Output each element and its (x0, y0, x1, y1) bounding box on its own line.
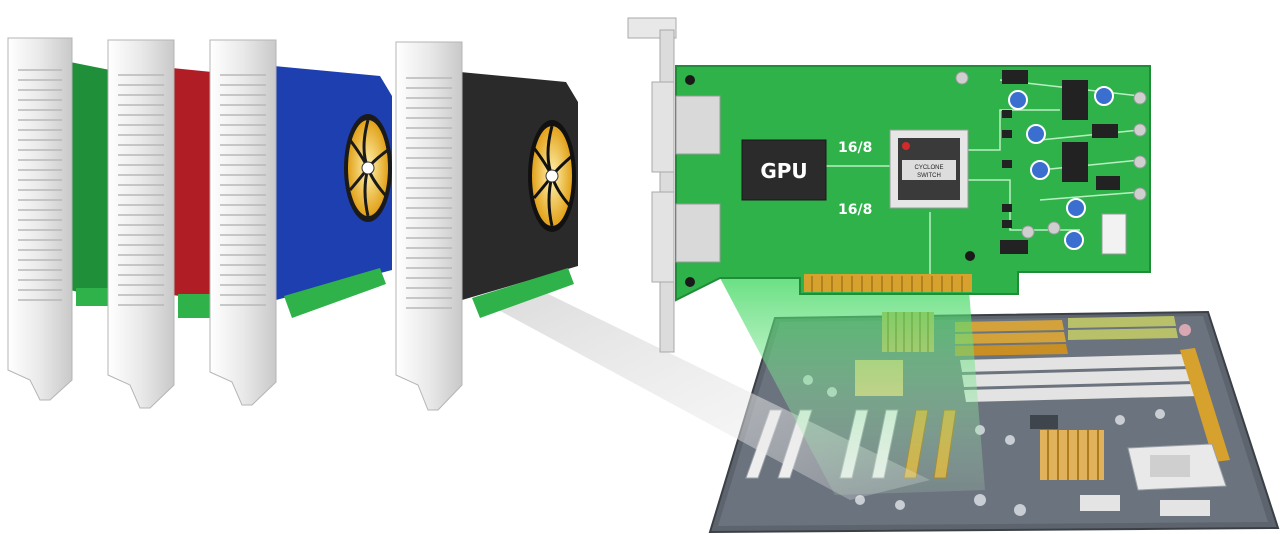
card-components (955, 70, 1147, 255)
chip-marking-line1: CYCLONE (914, 165, 943, 171)
fan-icon (344, 114, 392, 222)
lane-label-top: 16/8 (838, 140, 872, 156)
graphics-card-black (395, 41, 578, 411)
expansion-card: GPU 16/8 16/8 CYCLONE SWITCH (627, 17, 1151, 353)
fan-icon (528, 120, 576, 232)
motherboard-components (803, 324, 1210, 516)
cpu-socket (1127, 443, 1227, 491)
port-connector (675, 95, 721, 155)
card-bracket (627, 17, 677, 353)
chip-marking-line2: SWITCH (917, 173, 941, 179)
graphics-card-blue (209, 39, 392, 406)
pcie-connector (804, 274, 972, 292)
graphics-card-green (7, 37, 110, 401)
gpu-chip: GPU (741, 139, 827, 201)
gpu-label: GPU (760, 159, 807, 183)
memory-slots (955, 316, 1230, 462)
insertion-beam (720, 278, 985, 495)
switch-chip: CYCLONE SWITCH (889, 129, 969, 209)
lane-label-bottom: 16/8 (838, 202, 872, 218)
graphics-card-red (107, 39, 212, 409)
port-connector (675, 203, 721, 263)
graphics-card-stack (7, 37, 578, 411)
